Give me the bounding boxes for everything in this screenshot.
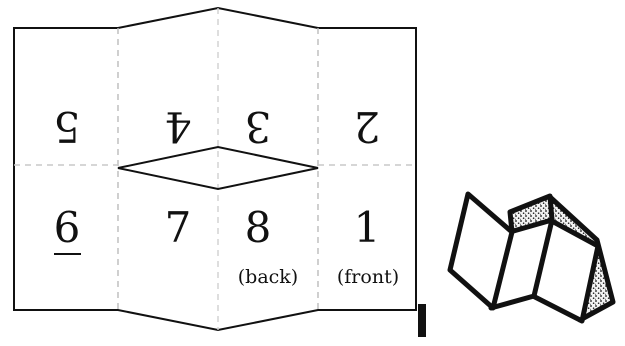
center-cut-diamond xyxy=(117,145,319,191)
sheet-outline xyxy=(13,6,417,332)
page-number-4: 4 xyxy=(165,102,192,151)
page-number-8: 8 xyxy=(245,203,272,252)
page-number-3: 3 xyxy=(245,102,272,151)
folded-booklet-icon xyxy=(447,191,616,324)
page-number-5: 5 xyxy=(54,102,81,151)
page-number-2: 2 xyxy=(354,102,381,151)
page-number-7: 7 xyxy=(165,203,192,252)
caption-front: (front) xyxy=(337,266,399,288)
marker-bar xyxy=(418,304,426,337)
caption-back: (back) xyxy=(238,266,298,288)
page-number-1: 1 xyxy=(354,203,381,252)
page-number-6: 6 xyxy=(54,203,81,252)
